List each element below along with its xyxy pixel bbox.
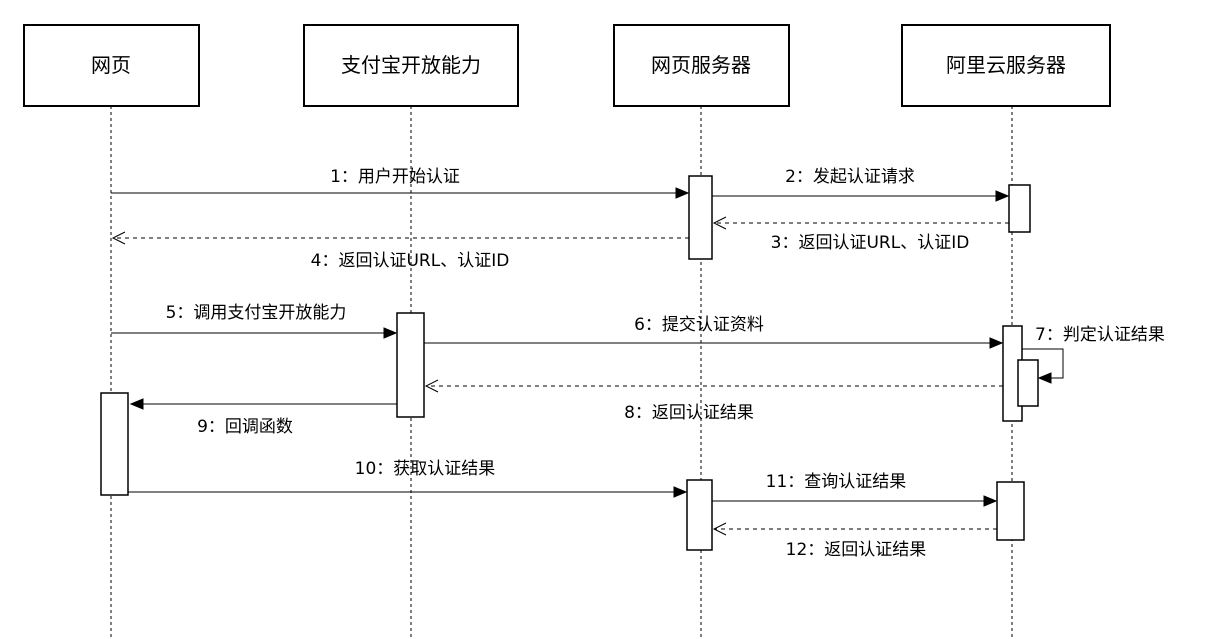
actor-label-alipay: 支付宝开放能力	[341, 53, 481, 77]
message-5: 5：调用支付宝开放能力	[111, 303, 398, 339]
message-label-4: 4：返回认证URL、认证ID	[311, 251, 510, 271]
activation-aliyun-1	[1008, 184, 1031, 233]
message-label-2: 2：发起认证请求	[785, 167, 915, 187]
actor-webpage: 网页	[23, 24, 200, 107]
message-1: 1：用户开始认证	[111, 167, 690, 199]
message-12: 12：返回认证结果	[712, 522, 997, 560]
message-9: 9：回调函数	[129, 398, 397, 437]
actor-aliyun: 阿里云服务器	[901, 24, 1111, 107]
actor-alipay: 支付宝开放能力	[303, 24, 519, 107]
actor-label-aliyun: 阿里云服务器	[946, 53, 1066, 77]
message-3: 3：返回认证URL、认证ID	[712, 216, 1009, 253]
activation-webserver-2	[686, 479, 713, 551]
actor-webserver: 网页服务器	[613, 24, 790, 107]
activation-aliyun-3	[996, 481, 1025, 541]
activation-webserver-1	[688, 175, 713, 260]
actor-label-webpage: 网页	[91, 53, 131, 77]
message-label-8: 8：返回认证结果	[624, 403, 754, 423]
message-label-12: 12：返回认证结果	[786, 540, 927, 560]
message-7: 7：判定认证结果	[1022, 325, 1165, 384]
message-4: 4：返回认证URL、认证ID	[111, 231, 689, 271]
message-10: 10：获取认证结果	[128, 459, 688, 498]
message-label-5: 5：调用支付宝开放能力	[166, 303, 347, 323]
message-8: 8：返回认证结果	[424, 379, 1003, 423]
message-label-1: 1：用户开始认证	[330, 167, 460, 187]
message-11: 11：查询认证结果	[712, 472, 998, 507]
activation-webpage	[100, 392, 129, 496]
message-label-3: 3：返回认证URL、认证ID	[771, 233, 970, 253]
message-label-11: 11：查询认证结果	[766, 472, 907, 492]
message-label-10: 10：获取认证结果	[355, 459, 496, 479]
message-2: 2：发起认证请求	[712, 167, 1010, 202]
activation-aliyun-nested	[1017, 359, 1039, 407]
message-6: 6：提交认证资料	[424, 315, 1004, 349]
message-label-7: 7：判定认证结果	[1035, 325, 1165, 345]
message-label-6: 6：提交认证资料	[634, 315, 764, 335]
actor-label-webserver: 网页服务器	[651, 53, 751, 77]
activation-alipay	[396, 312, 425, 418]
message-label-9: 9：回调函数	[197, 417, 293, 437]
